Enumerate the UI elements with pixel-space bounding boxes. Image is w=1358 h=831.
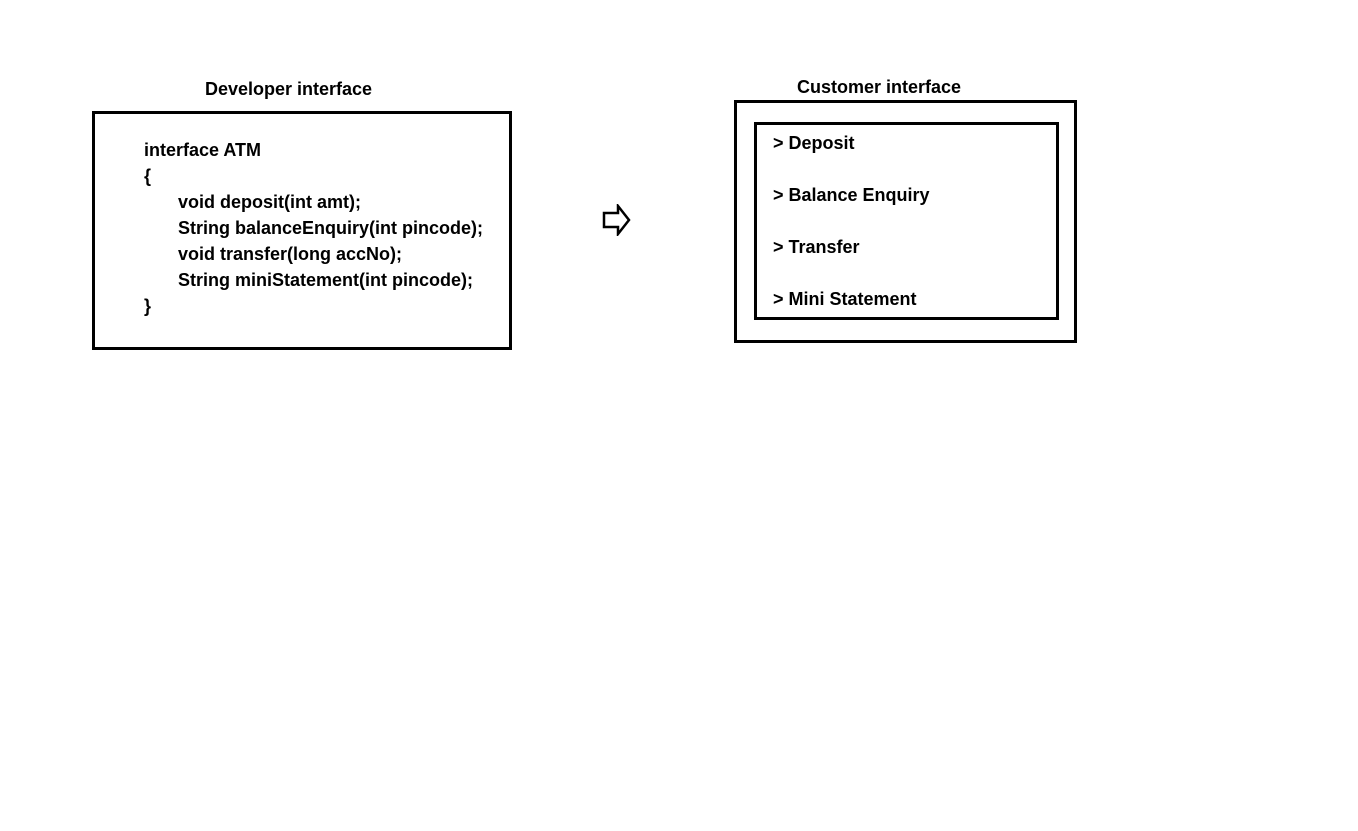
- code-line-transfer: void transfer(long accNo);: [178, 244, 403, 264]
- customer-interface-outer-frame: [734, 100, 1077, 343]
- developer-interface-title: Developer interface: [205, 79, 373, 99]
- code-line-close-brace: }: [144, 296, 152, 316]
- menu-item-deposit[interactable]: > Deposit: [773, 133, 855, 153]
- code-line-mini-statement: String miniStatement(int pincode);: [178, 270, 473, 290]
- customer-interface-title: Customer interface: [797, 77, 962, 97]
- menu-item-mini-statement[interactable]: > Mini Statement: [773, 289, 917, 309]
- code-line-open-brace: {: [144, 166, 152, 186]
- customer-menu-panel: [754, 122, 1059, 320]
- right-arrow-icon: [602, 204, 631, 236]
- code-line-deposit: void deposit(int amt);: [178, 192, 361, 212]
- menu-item-transfer[interactable]: > Transfer: [773, 237, 860, 257]
- code-line-balance-enquiry: String balanceEnquiry(int pincode);: [178, 218, 484, 238]
- developer-interface-box: [92, 111, 512, 350]
- code-line-interface-declaration: interface ATM: [144, 140, 262, 160]
- menu-item-balance-enquiry[interactable]: > Balance Enquiry: [773, 185, 930, 205]
